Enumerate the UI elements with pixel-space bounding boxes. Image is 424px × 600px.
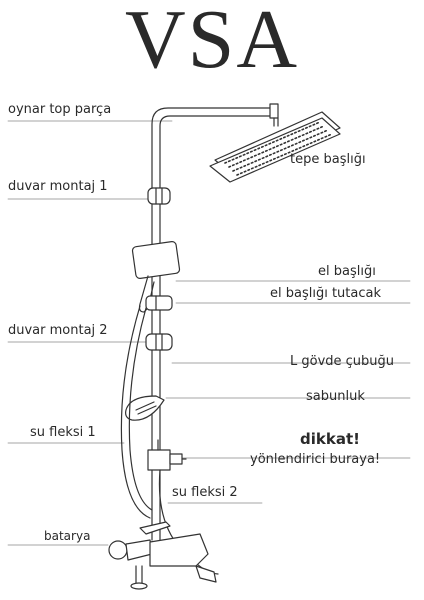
rain-head bbox=[209, 111, 341, 183]
label-l-govde-cubugu: L gövde çubuğu bbox=[290, 354, 395, 369]
l-body-bar bbox=[151, 103, 279, 541]
label-yonlendirici: yönlendirici buraya! bbox=[250, 452, 381, 467]
soap-dish bbox=[125, 395, 165, 421]
label-su-fleksi-2: su fleksi 2 bbox=[172, 485, 238, 500]
hand-shower-holder bbox=[145, 295, 173, 311]
label-batarya: batarya bbox=[44, 529, 91, 543]
mixer-tap bbox=[108, 521, 217, 590]
diverter bbox=[147, 439, 187, 471]
label-oynar-top: oynar top parça bbox=[8, 102, 112, 117]
label-duvar-montaj-2: duvar montaj 2 bbox=[8, 323, 108, 338]
hand-shower bbox=[131, 241, 181, 313]
wall-mount-2 bbox=[145, 333, 173, 351]
label-el-basligi-tutacak: el başlığı tutacak bbox=[270, 286, 381, 301]
brand-logo: VSA bbox=[124, 0, 300, 86]
label-tepe-basligi: tepe başlığı bbox=[290, 152, 366, 167]
label-su-fleksi-1: su fleksi 1 bbox=[30, 425, 96, 440]
label-sabunluk: sabunluk bbox=[306, 389, 365, 404]
wall-mount-1 bbox=[147, 187, 171, 205]
flex-hose-1 bbox=[120, 305, 151, 519]
label-duvar-montaj-1: duvar montaj 1 bbox=[8, 179, 108, 194]
label-dikkat: dikkat! bbox=[300, 430, 360, 448]
label-el-basligi: el başlığı bbox=[318, 264, 376, 279]
leader-lines bbox=[7, 120, 411, 546]
